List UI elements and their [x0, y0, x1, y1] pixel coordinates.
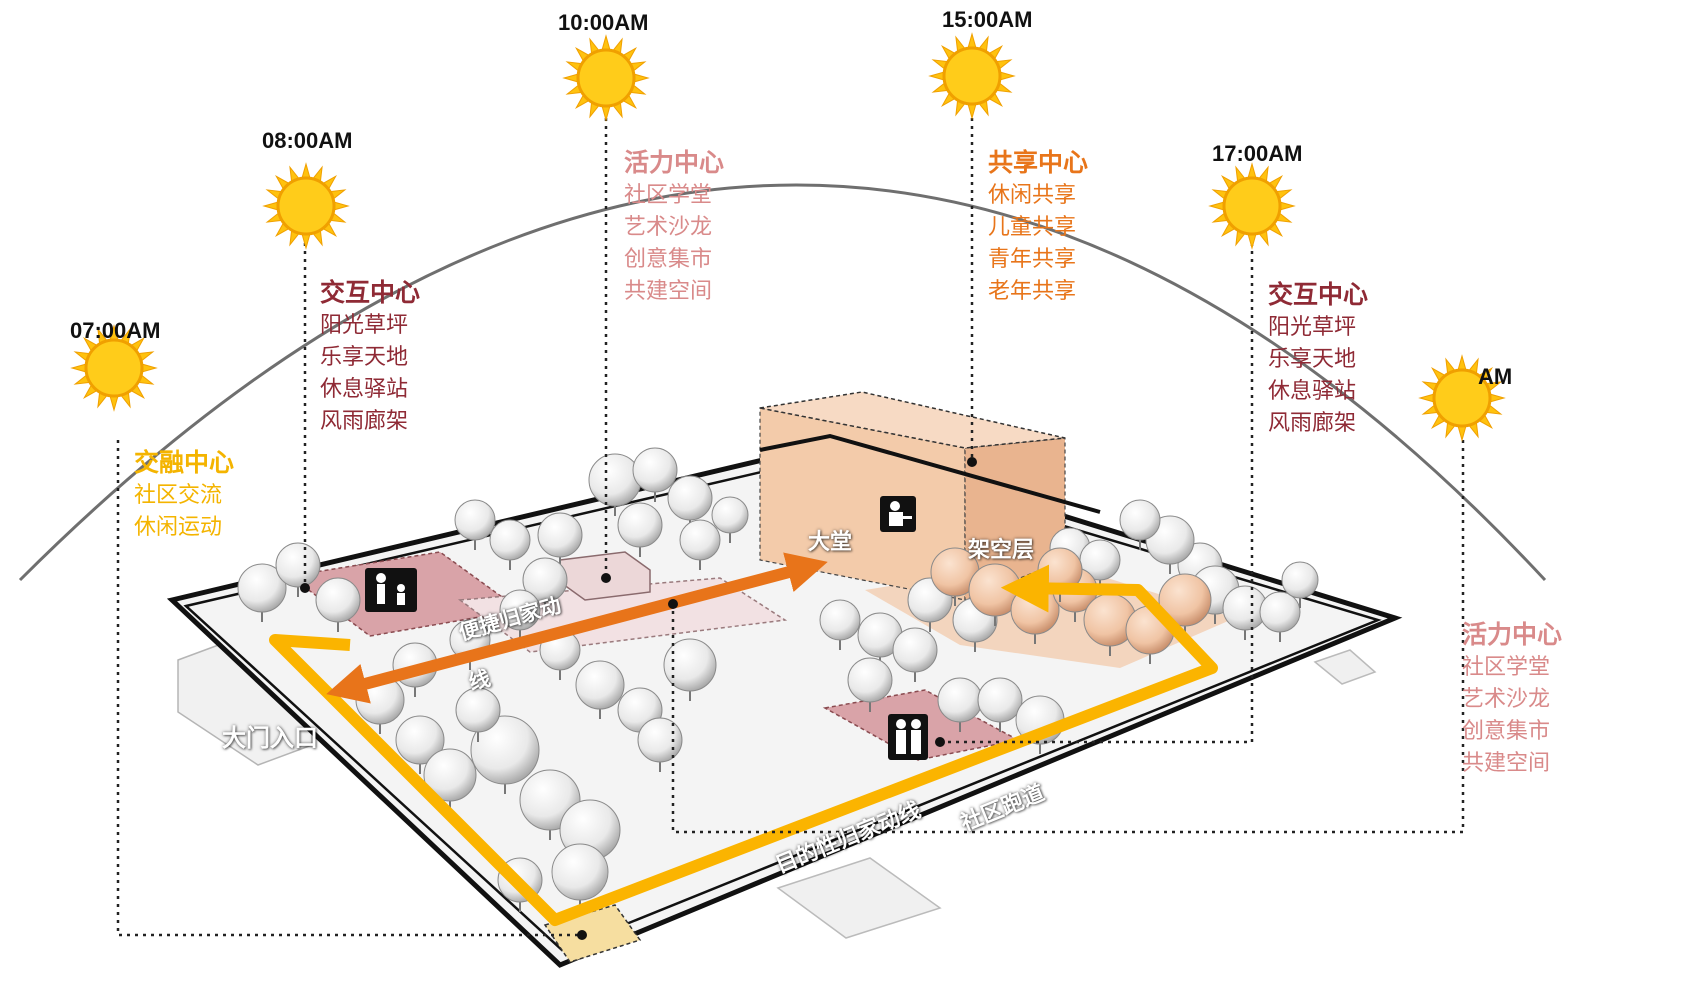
time-label-am: AM [1478, 364, 1513, 389]
tree [892, 627, 938, 682]
group-jiaohu-left: 交互中心 阳光草坪 乐享天地 休息驿站 风雨廊架 [320, 276, 420, 438]
group-huoli-right: 活力中心 社区学堂 艺术沙龙 创意集市 共建空间 [1462, 618, 1562, 780]
group-item: 阳光草坪 [320, 313, 409, 338]
tree [470, 715, 540, 794]
tree [454, 499, 496, 550]
tree [537, 512, 583, 567]
group-item: 休闲共享 [988, 183, 1077, 208]
tree [637, 717, 683, 772]
tree [632, 447, 678, 502]
group-jiaohu-right: 交互中心 阳光草坪 乐享天地 休息驿站 风雨廊架 [1268, 278, 1368, 440]
group-item: 儿童共享 [988, 215, 1077, 240]
group-item: 休息驿站 [320, 377, 409, 402]
group-title: 活力中心 [1462, 620, 1563, 649]
tree [395, 715, 445, 774]
group-item: 创意集市 [624, 247, 713, 272]
group-item: 社区学堂 [624, 183, 713, 208]
tree [1119, 499, 1161, 550]
tree [1259, 591, 1301, 642]
group-item: 休闲运动 [134, 515, 223, 540]
group-item: 共建空间 [1462, 751, 1551, 776]
tree [237, 563, 287, 622]
group-title: 交融中心 [134, 448, 235, 477]
group-item: 社区学堂 [1462, 655, 1551, 680]
group-item: 青年共享 [988, 247, 1077, 272]
suns [70, 32, 1506, 442]
sun-icon [1418, 354, 1506, 442]
group-item: 风雨廊架 [320, 409, 409, 434]
tree [819, 599, 861, 650]
elderly-icon [888, 714, 928, 760]
reading-icon [880, 496, 916, 532]
group-item: 艺术沙龙 [624, 215, 713, 240]
sun-icon [928, 32, 1016, 120]
group-title: 交互中心 [1268, 280, 1369, 309]
time-label-0800: 08:00AM [262, 128, 353, 153]
convenient-route-arrow [326, 552, 828, 704]
group-title: 交互中心 [320, 278, 421, 307]
group-gongxiang: 共享中心 休闲共享 儿童共享 青年共享 老年共享 [988, 146, 1088, 308]
sun-icon [1208, 162, 1296, 250]
time-label-1000: 10:00AM [558, 10, 649, 35]
label-pilotis: 架空层 [968, 538, 1035, 563]
sun-icon [262, 162, 350, 250]
leader-dots [300, 457, 977, 940]
time-label-1700: 17:00AM [1212, 141, 1303, 166]
tree [617, 502, 663, 557]
group-jiaorong: 交融中心 社区交流 休闲运动 [134, 446, 234, 544]
group-item: 创意集市 [1462, 719, 1551, 744]
sun-icon [70, 324, 158, 412]
group-item: 乐享天地 [1268, 347, 1357, 372]
group-item: 休息驿站 [1268, 379, 1357, 404]
group-item: 共建空间 [624, 279, 713, 304]
group-item: 风雨廊架 [1268, 411, 1357, 436]
group-title: 共享中心 [988, 148, 1089, 177]
label-lobby: 大堂 [808, 530, 853, 555]
tree [847, 657, 893, 712]
tree [977, 677, 1023, 732]
time-label-1500: 15:00AM [942, 7, 1033, 32]
group-huoli-top: 活力中心 社区学堂 艺术沙龙 创意集市 共建空间 [624, 146, 724, 308]
group-item: 老年共享 [988, 279, 1077, 304]
group-item: 艺术沙龙 [1462, 687, 1551, 712]
group-item: 社区交流 [134, 483, 223, 508]
sun-path-arc [18, 183, 1547, 582]
label-gate: 大门入口 [222, 724, 318, 752]
group-item: 乐享天地 [320, 345, 409, 370]
tree [711, 496, 749, 543]
building-roof [759, 391, 1066, 449]
family-icon [365, 568, 417, 612]
group-item: 阳光草坪 [1268, 315, 1357, 340]
road-pad-right [1313, 649, 1377, 685]
road-pad-bottom [776, 857, 942, 939]
tree [275, 542, 321, 597]
time-label-0700: 07:00AM [70, 318, 161, 343]
tree [1281, 561, 1319, 608]
boundary-over-building [759, 433, 1101, 514]
group-title: 活力中心 [624, 148, 725, 177]
sun-icon [562, 34, 650, 122]
leader-lines [116, 110, 1465, 937]
destination-route-line [269, 564, 1218, 926]
